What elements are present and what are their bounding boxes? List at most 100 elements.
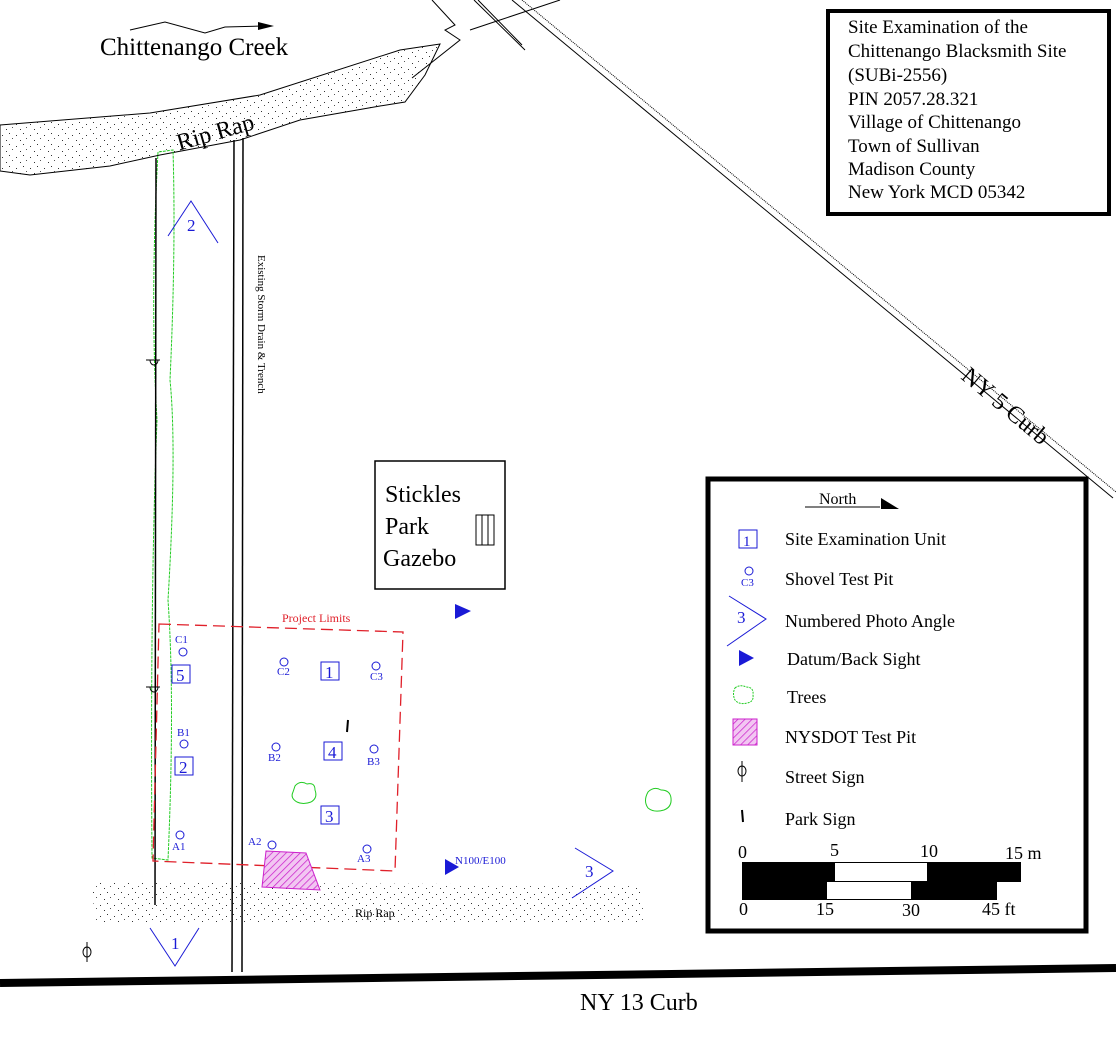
legend-label: Park Sign (785, 809, 856, 829)
stp-a1[interactable]: A1 (172, 830, 185, 853)
ny13-curb (0, 964, 1116, 987)
unit-legend-icon (738, 529, 758, 549)
title-line: Town of Sullivan (848, 136, 980, 157)
scale-label: 15 (816, 899, 834, 919)
datum-marker[interactable] (445, 859, 459, 875)
legend: North 1 Site Examination Unit C3 Shovel … (705, 476, 1089, 934)
legend-label: Numbered Photo Angle (785, 611, 955, 631)
street-sign (146, 686, 160, 693)
ny5-curb-label: NY 5 Curb (956, 363, 1054, 451)
rip-rap-south-label: Rip Rap (355, 906, 395, 920)
title-line: New York MCD 05342 (848, 182, 1025, 203)
storm-drain-label: Existing Storm Drain & Trench (255, 255, 267, 394)
scale-label: 5 (830, 840, 839, 860)
stp-label: C1 (175, 634, 188, 646)
rip-rap-south (92, 882, 645, 925)
shovel-legend-symbol: C3 (741, 577, 754, 589)
legend-label: Site Examination Unit (785, 529, 946, 549)
unit-4[interactable]: 4 (323, 741, 343, 762)
legend-label: Shovel Test Pit (785, 569, 893, 589)
rip-rap-north (0, 43, 441, 176)
ny13-curb-label: NY 13 Curb (580, 990, 698, 1016)
stp-label: A1 (172, 841, 185, 853)
bridge (411, 0, 561, 79)
park-sign (346, 719, 349, 733)
legend-label: Datum/Back Sight (787, 649, 921, 669)
photo-angle-3[interactable]: 3 (571, 847, 614, 899)
unit-label: 3 (325, 807, 334, 826)
site-examination-units: 1 2 3 4 5 (171, 661, 343, 826)
gazebo-label: Park (385, 514, 429, 540)
ny5-curb (511, 0, 1116, 499)
scale-labels-ft: 0 15 30 45 ft (739, 899, 1016, 920)
stp-c2[interactable]: C2 (277, 657, 290, 678)
gazebo-label: Gazebo (383, 546, 456, 572)
nysdot-test-pit (261, 850, 321, 891)
stp-label: C2 (277, 666, 290, 678)
photo-angle-1[interactable]: 1 (149, 927, 200, 967)
title-line: PIN 2057.28.321 (848, 89, 978, 110)
nysdot-legend-icon (732, 718, 758, 746)
unit-label: 1 (325, 663, 334, 682)
legend-label: Trees (787, 687, 826, 707)
scale-label: 0 (738, 842, 747, 862)
datum-legend-icon (739, 650, 754, 666)
tree (645, 787, 672, 812)
project-limits-label: Project Limits (282, 611, 351, 625)
legend-label: Street Sign (785, 767, 865, 787)
tree (291, 781, 317, 804)
title-line: Chittenango Blacksmith Site (848, 41, 1066, 62)
street-sign (82, 942, 92, 962)
unit-2[interactable]: 2 (174, 756, 194, 777)
photo-angle-2[interactable]: 2 (167, 200, 219, 244)
legend-north-label: North (819, 491, 856, 508)
scale-label: 30 (902, 900, 920, 920)
tree-line (151, 149, 175, 861)
title-line: Madison County (848, 159, 976, 180)
gazebo-label: Stickles (385, 482, 461, 508)
scale-label: 45 ft (982, 899, 1016, 919)
stp-c3[interactable]: C3 (370, 661, 383, 683)
stp-a2[interactable]: A2 (248, 836, 277, 850)
unit-3[interactable]: 3 (320, 805, 340, 826)
photo-angle-legend-icon (726, 595, 767, 647)
project-limits (152, 623, 404, 872)
scale-label: 15 m (1005, 843, 1042, 863)
stp-c1[interactable]: C1 (175, 634, 188, 657)
gazebo-steps (475, 514, 495, 546)
creek-label: Chittenango Creek (100, 34, 289, 61)
title-line: Site Examination of the (848, 17, 1028, 38)
shovel-test-pits: C1 C2 C3 B1 B2 B3 A1 A2 A3 (172, 634, 383, 865)
unit-5[interactable]: 5 (171, 664, 191, 685)
title-block-text: Site Examination of the Chittenango Blac… (848, 17, 1066, 203)
stp-b1[interactable]: B1 (177, 727, 190, 749)
scale-labels-m: 0 5 10 15 m (738, 840, 1042, 863)
title-block (826, 9, 1111, 216)
photo-angle-label: 1 (171, 934, 180, 953)
datum-label: N100/E100 (455, 855, 506, 867)
stp-b2[interactable]: B2 (268, 742, 281, 764)
unit-label: 5 (176, 666, 185, 685)
scale-label: 10 (920, 841, 938, 861)
stp-label: C3 (370, 671, 383, 683)
photo-angle-label: 2 (187, 216, 196, 235)
stp-label: A2 (248, 836, 261, 848)
photo-angle-label: 3 (585, 862, 594, 881)
stp-a3[interactable]: A3 (357, 844, 372, 865)
photo-legend-symbol: 3 (737, 608, 746, 627)
unit-label: 2 (179, 758, 188, 777)
park-sign-legend-icon (741, 809, 744, 823)
gazebo (374, 460, 506, 590)
unit-label: 4 (328, 743, 337, 762)
scale-label: 0 (739, 899, 748, 919)
title-line: Village of Chittenango (848, 112, 1021, 133)
scale-bar (742, 862, 1021, 900)
unit-1[interactable]: 1 (320, 661, 340, 682)
legend-label: NYSDOT Test Pit (785, 727, 916, 747)
tree-legend-icon (733, 685, 754, 705)
back-sight-marker[interactable] (455, 604, 471, 619)
north-arrow-icon (881, 498, 899, 509)
stp-b3[interactable]: B3 (367, 744, 380, 768)
stp-label: B1 (177, 727, 190, 739)
stp-label: A3 (357, 853, 371, 865)
